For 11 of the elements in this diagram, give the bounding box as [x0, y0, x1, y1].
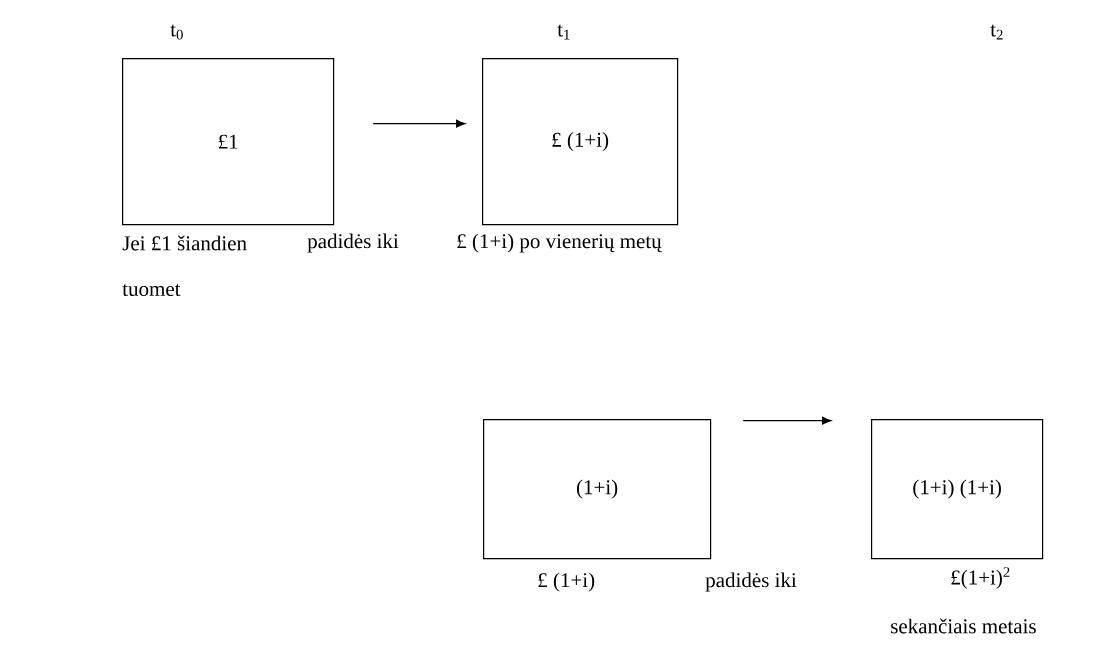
amount-box: (1+i) (1+i): [871, 419, 1044, 560]
amount-box: £ (1+i): [482, 58, 679, 226]
amount-box: (1+i): [483, 419, 712, 560]
arrow: [742, 416, 832, 425]
caption-text: padidės iki: [307, 233, 399, 253]
caption-text: tuomet: [122, 284, 181, 296]
time-label: t$_{2}$: [990, 24, 1003, 40]
arrow: [372, 119, 466, 128]
caption-text: sekančiais metais: [891, 618, 1036, 634]
amount-box: £1: [122, 58, 335, 226]
caption-text: padidės iki: [705, 572, 797, 592]
